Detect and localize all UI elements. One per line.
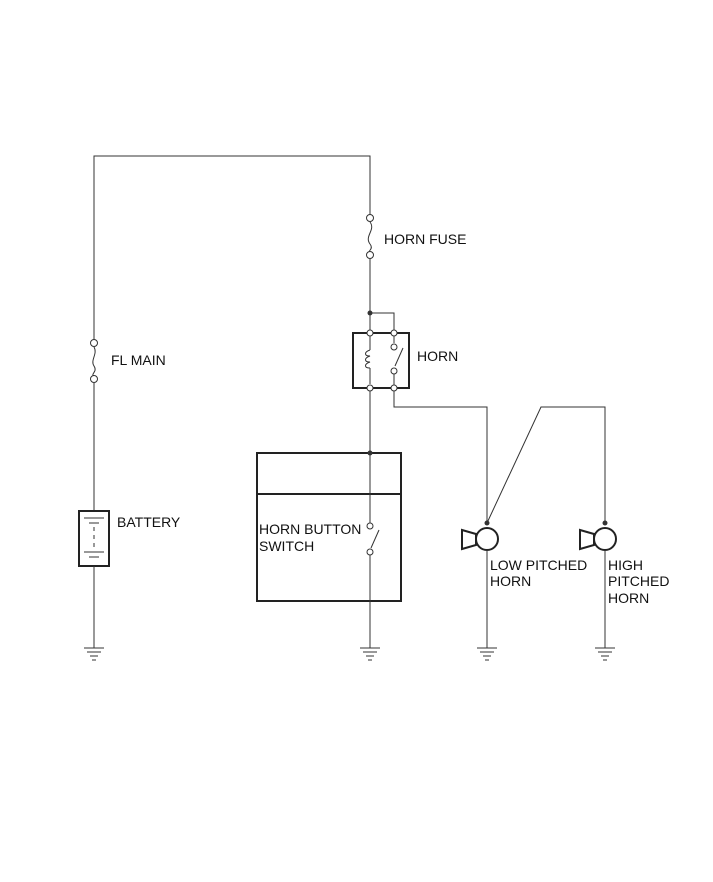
horn-button-switch-label-line2: SWITCH: [259, 538, 314, 554]
wire-relay-to-low-horn: [393, 391, 488, 523]
low-pitched-horn-icon: [461, 520, 499, 648]
high-pitched-horn-label-line2: PITCHED: [608, 573, 669, 589]
ground-battery-icon: [84, 647, 104, 661]
high-pitched-horn-label-line3: HORN: [608, 590, 649, 606]
wire-low-horn-to-high-horn: [486, 406, 606, 524]
battery-symbol: [78, 510, 110, 648]
horn-button-switch-label-line1: HORN BUTTON: [259, 521, 361, 537]
ground-low-horn-icon: [477, 647, 497, 661]
wire-top-loop: [93, 155, 371, 343]
horn-relay: [352, 329, 410, 392]
battery-label: BATTERY: [117, 514, 181, 530]
fl-main-fusible-link: [90, 339, 98, 511]
ground-high-horn-icon: [595, 647, 615, 661]
horn-fuse: [366, 214, 374, 313]
horn-relay-label: HORN: [417, 348, 458, 364]
high-pitched-horn-label-line1: HIGH: [608, 557, 643, 573]
fl-main-label: FL MAIN: [111, 352, 166, 368]
low-pitched-horn-label-line1: LOW PITCHED: [490, 557, 587, 573]
high-pitched-horn-icon: [579, 520, 617, 648]
relay-feed-junction: [367, 310, 395, 333]
low-pitched-horn-label-line2: HORN: [490, 573, 531, 589]
horn-button-switch-box: [256, 450, 402, 648]
ground-switch-icon: [360, 647, 380, 661]
horn-fuse-label: HORN FUSE: [384, 231, 466, 247]
